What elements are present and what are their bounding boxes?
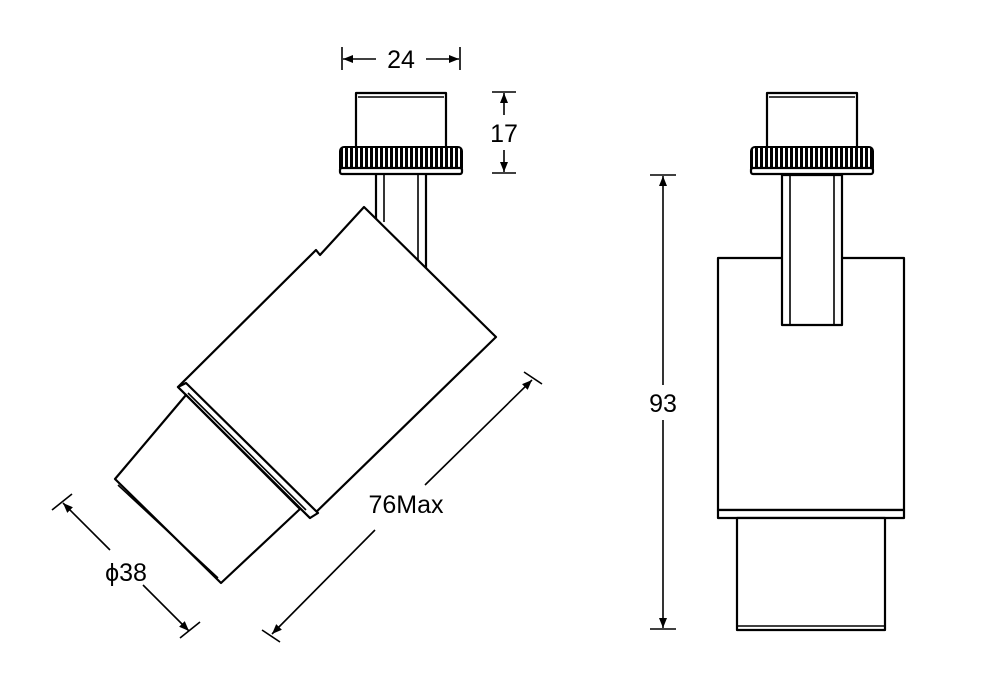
dimension-top-width-label: 24 [387, 46, 415, 74]
lens-cylinder-right [735, 516, 887, 632]
angled-view [113, 91, 498, 585]
front-view [716, 91, 906, 632]
stem [374, 175, 428, 268]
dimension-total-height-label: 93 [649, 390, 677, 418]
dimension-top-width: 24 [341, 46, 461, 74]
dimension-diameter-label: ϕ38 [105, 559, 147, 587]
dimension-top-height: 17 [490, 91, 518, 174]
stem-right [780, 173, 844, 327]
dimension-diameter: ϕ38 [51, 493, 201, 639]
adapter-cap [354, 91, 448, 150]
adapter-cap-right [765, 91, 859, 150]
dimension-top-height-label: 17 [490, 120, 518, 148]
dimension-total-height: 93 [649, 174, 677, 630]
dimension-max-length-label: 76Max [368, 491, 444, 519]
front-lens-cylinder [113, 393, 302, 585]
dimension-max-length: 76Max [261, 371, 543, 643]
